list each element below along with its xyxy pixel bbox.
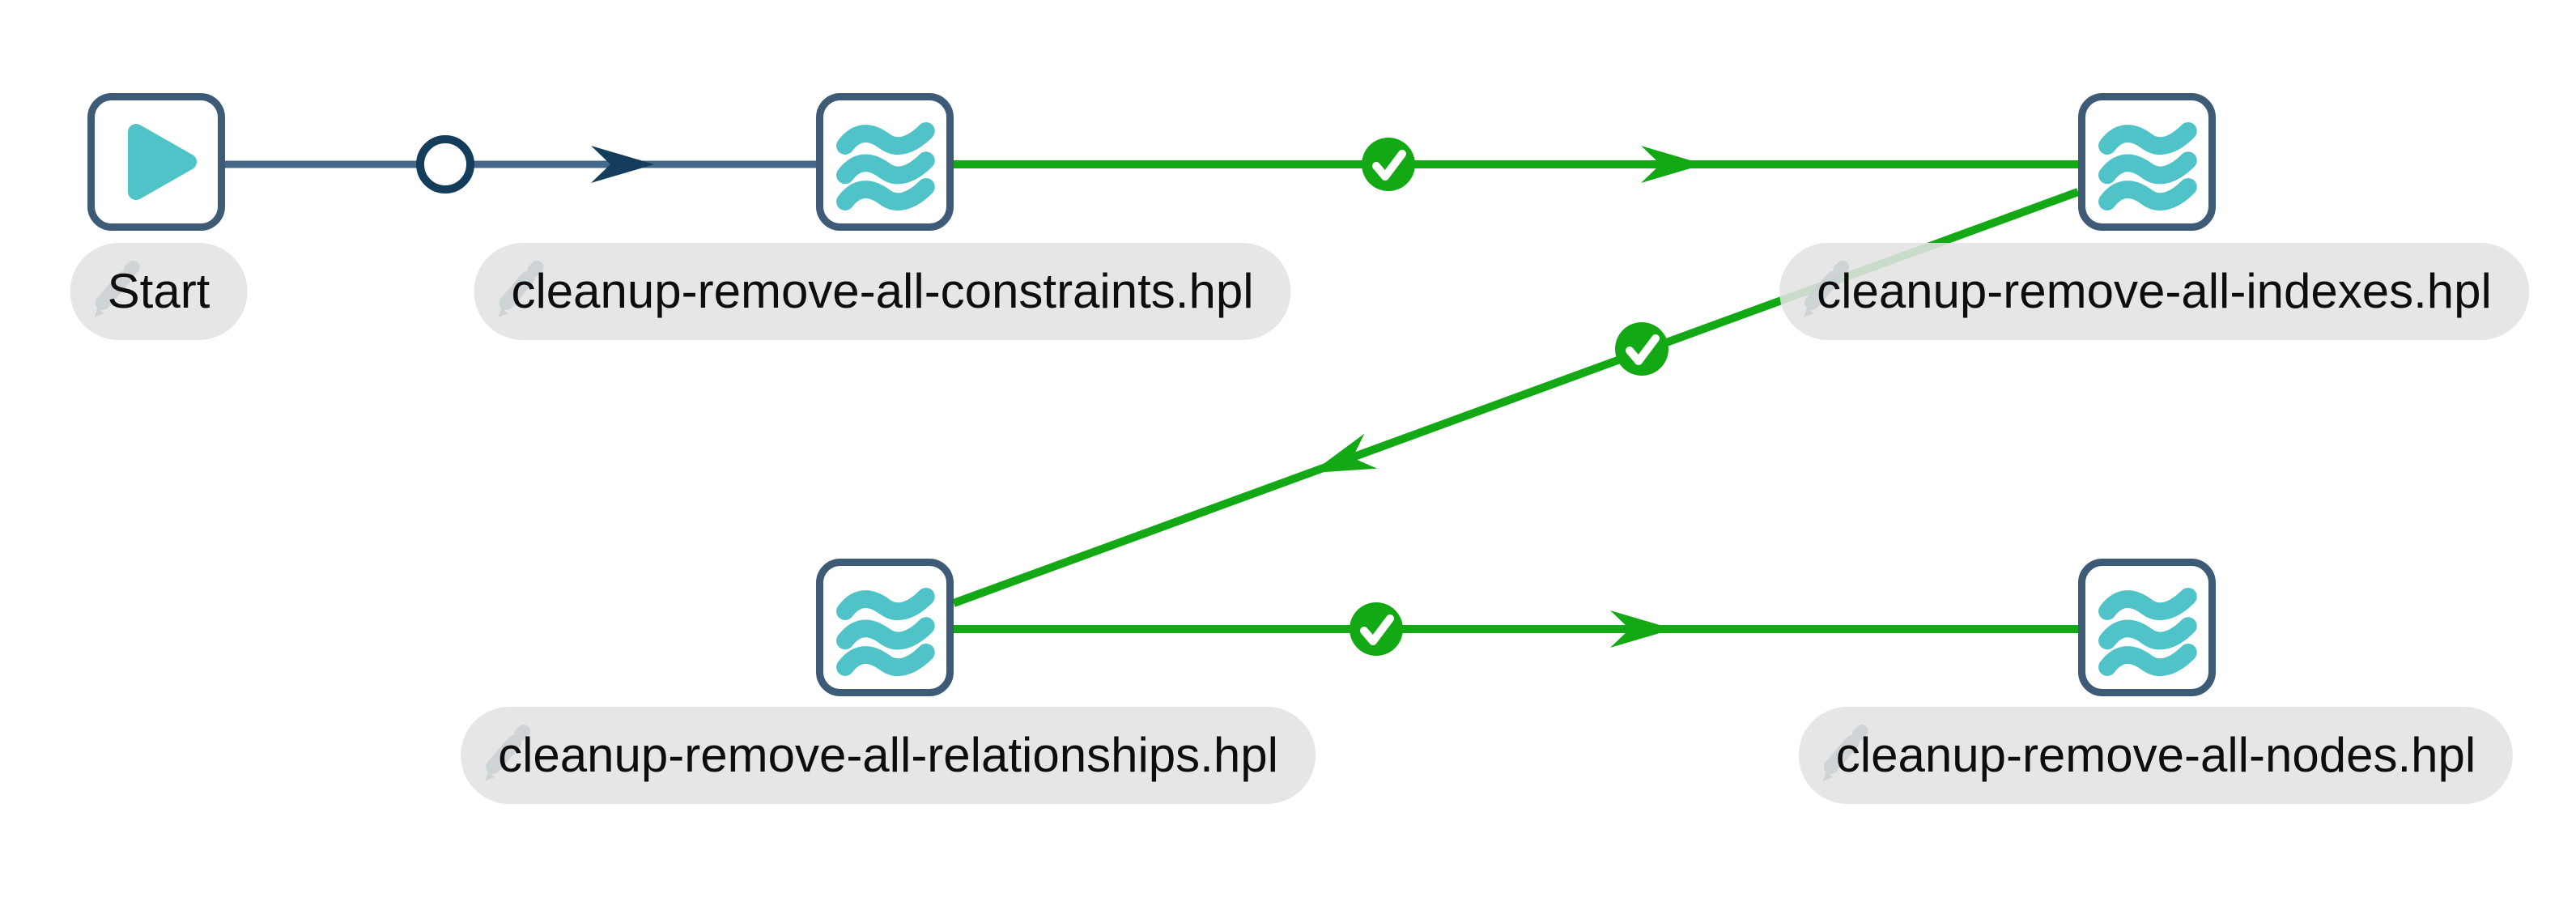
action-label-relationships[interactable]: cleanup-remove-all-relationships.hpl (461, 707, 1316, 804)
edit-pencil-icon (1804, 261, 1850, 317)
success-checkmark-icon[interactable] (1362, 138, 1415, 191)
edit-pencil-icon (498, 261, 544, 317)
action-label-text: cleanup-remove-all-nodes.hpl (1835, 728, 2476, 782)
action-label-text: cleanup-remove-all-indexes.hpl (1817, 264, 2492, 318)
edit-pencil-icon (1822, 725, 1868, 781)
action-node-start[interactable] (87, 93, 225, 231)
action-label-text: cleanup-remove-all-relationships.hpl (498, 728, 1278, 782)
action-label-nodes[interactable]: cleanup-remove-all-nodes.hpl (1798, 707, 2514, 804)
pipeline-waves-icon (836, 121, 935, 211)
action-node-constraints[interactable] (816, 93, 954, 231)
success-checkmark-icon[interactable] (1350, 602, 1403, 656)
edit-pencil-icon (485, 725, 531, 781)
action-label-indexes[interactable]: cleanup-remove-all-indexes.hpl (1779, 243, 2529, 340)
pipeline-waves-icon (2098, 121, 2197, 211)
unconditional-hop-circle-icon[interactable] (416, 135, 474, 193)
action-node-relationships[interactable] (816, 559, 954, 696)
hop-start-to-constraints[interactable] (225, 135, 816, 193)
action-node-nodes[interactable] (2078, 559, 2216, 696)
hop-arrowhead-icon (591, 146, 654, 183)
edit-pencil-icon (94, 261, 140, 317)
action-label-constraints[interactable]: cleanup-remove-all-constraints.hpl (474, 243, 1291, 340)
hop-arrowhead-icon (1641, 146, 1704, 183)
play-icon (128, 124, 197, 200)
hop-arrowhead-icon (1311, 433, 1378, 473)
hop-arrowhead-icon (1610, 610, 1673, 648)
action-label-text: Start (107, 264, 210, 318)
action-node-indexes[interactable] (2078, 93, 2216, 231)
hop-relationships-to-nodes[interactable] (954, 602, 2078, 656)
action-label-text: cleanup-remove-all-constraints.hpl (511, 264, 1254, 318)
pipeline-waves-icon (2098, 587, 2197, 677)
action-label-start[interactable]: Start (70, 243, 248, 340)
hop-constraints-to-indexes[interactable] (954, 138, 2078, 191)
pipeline-waves-icon (836, 587, 935, 677)
success-checkmark-icon[interactable] (1615, 322, 1668, 376)
